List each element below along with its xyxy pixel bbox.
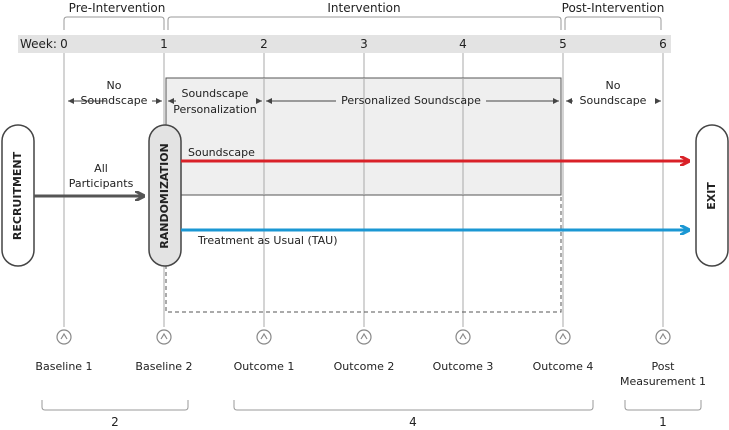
intervention-bracket — [167, 16, 562, 30]
group-count-post: 1 — [659, 415, 667, 429]
personalized-soundscape-label: Personalized Soundscape — [341, 94, 481, 107]
post-intervention-bracket — [564, 16, 662, 30]
soundscape-personalization-line2: Personalization — [173, 103, 256, 116]
week-bar — [18, 35, 671, 53]
measurement-marker-outcome-2 — [356, 329, 372, 345]
group-count-outcomes: 4 — [409, 415, 417, 429]
randomization-label: RANDOMIZATION — [158, 143, 171, 249]
week-label: Week: — [20, 37, 57, 51]
tau-arm-label: Treatment as Usual (TAU) — [197, 234, 338, 247]
group-bracket-post — [624, 400, 702, 411]
no-soundscape-pre-line2: Soundscape — [81, 94, 148, 107]
group-bracket-baseline — [41, 400, 189, 411]
week-2: 2 — [260, 37, 268, 51]
measurement-marker-outcome-3 — [455, 329, 471, 345]
measurement-label-post-line1: Post — [651, 360, 675, 373]
measurement-marker-outcome-1 — [256, 329, 272, 345]
all-participants-line2: Participants — [69, 177, 134, 190]
week-0: 0 — [60, 37, 68, 51]
measurement-label-post-line2: Measurement 1 — [620, 375, 706, 388]
measurement-label-baseline-2: Baseline 2 — [135, 360, 192, 373]
soundscape-personalization-line1: Soundscape — [182, 87, 249, 100]
phase-label-pre: Pre-Intervention — [69, 1, 166, 15]
measurement-marker-outcome-4 — [555, 329, 571, 345]
no-soundscape-pre-line1: No — [107, 79, 122, 92]
measurement-label-outcome-3: Outcome 3 — [433, 360, 494, 373]
all-participants-line1: All — [94, 162, 108, 175]
group-brackets — [41, 400, 702, 411]
no-soundscape-post-line2: Soundscape — [580, 94, 647, 107]
measurement-marker-post-1 — [655, 329, 671, 345]
measurement-marker-baseline-1 — [56, 329, 72, 345]
exit-node — [695, 124, 729, 267]
group-count-baseline: 2 — [111, 415, 119, 429]
exit-label: EXIT — [705, 182, 718, 210]
measurement-label-outcome-4: Outcome 4 — [533, 360, 594, 373]
measurement-label-baseline-1: Baseline 1 — [35, 360, 92, 373]
phase-label-post: Post-Intervention — [562, 1, 665, 15]
measurement-label-outcome-1: Outcome 1 — [234, 360, 295, 373]
measurement-label-outcome-2: Outcome 2 — [334, 360, 395, 373]
no-soundscape-post-line1: No — [606, 79, 621, 92]
group-bracket-outcomes — [233, 400, 594, 411]
phase-brackets — [63, 16, 662, 30]
soundscape-arm-label: Soundscape — [188, 146, 255, 159]
phase-label-intervention: Intervention — [327, 1, 400, 15]
measurement-markers — [56, 329, 671, 345]
week-1: 1 — [160, 37, 168, 51]
recruitment-label: RECRUITMENT — [11, 151, 24, 240]
box-gridlines — [263, 78, 464, 195]
pre-intervention-bracket — [63, 16, 165, 30]
measurement-marker-baseline-2 — [156, 329, 172, 345]
randomization-node — [148, 124, 182, 267]
week-3: 3 — [360, 37, 368, 51]
week-5: 5 — [559, 37, 567, 51]
week-4: 4 — [459, 37, 467, 51]
week-6: 6 — [659, 37, 667, 51]
